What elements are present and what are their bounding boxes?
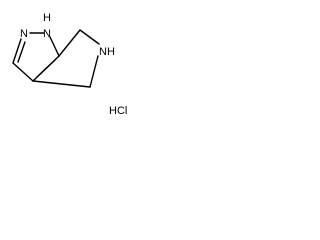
atom-label-nh-nitrogen: N bbox=[99, 46, 107, 58]
bond-n2-c3-double-inner bbox=[17, 41, 26, 63]
bond-c3-c3a bbox=[12, 62, 34, 82]
chemical-structure-diagram: H N N N H HCl bbox=[12, 12, 127, 117]
bond-c4-c3a bbox=[32, 80, 91, 88]
bond-n1-c7a bbox=[49, 36, 60, 57]
bond-c7a-c6 bbox=[58, 29, 81, 57]
atom-label-n1: N bbox=[43, 28, 51, 40]
bond-n2-c3-double-outer bbox=[12, 38, 22, 64]
atom-label-n1-hydrogen: H bbox=[43, 12, 51, 24]
atom-label-n2: N bbox=[20, 28, 28, 40]
bond-c6-n5 bbox=[79, 29, 100, 45]
bond-c3a-c7a-inner bbox=[36, 59, 56, 78]
bond-n5-c4 bbox=[89, 55, 99, 88]
salt-label: HCl bbox=[109, 105, 127, 117]
atom-label-nh-hydrogen: H bbox=[107, 46, 115, 58]
